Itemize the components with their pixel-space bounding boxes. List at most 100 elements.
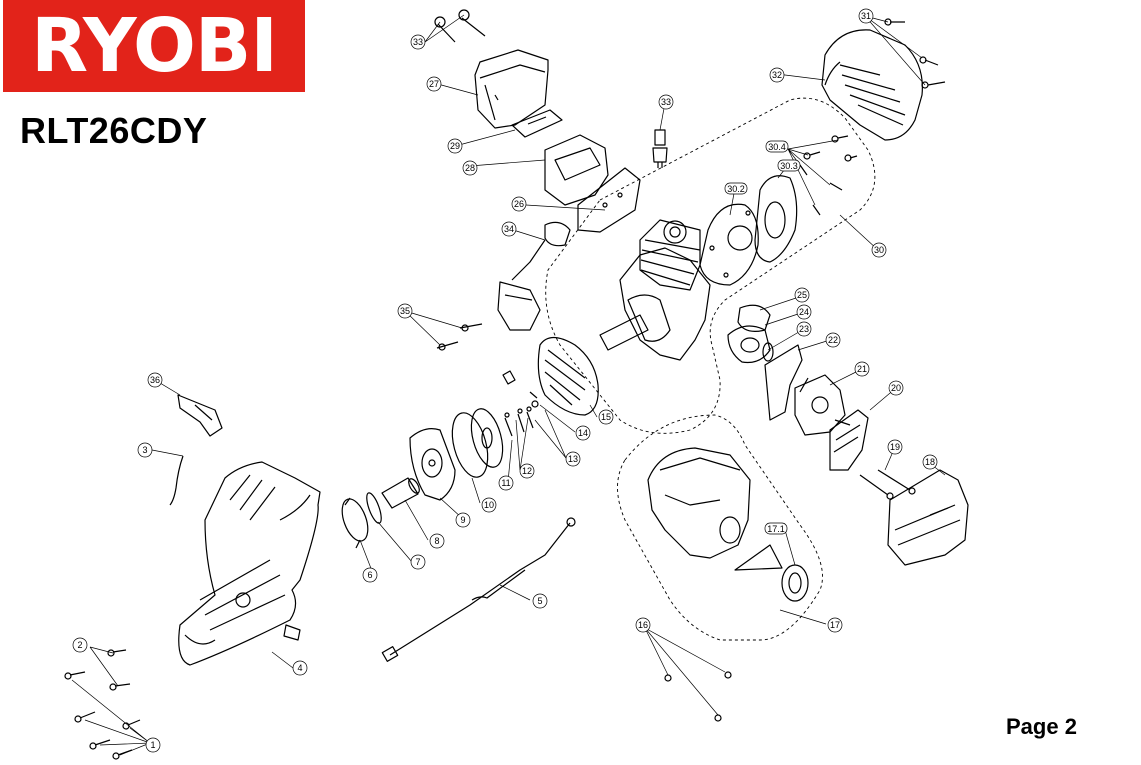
svg-text:32: 32 [772, 70, 782, 80]
callout-36: 36 [147, 372, 163, 388]
callout-16: 16 [635, 617, 651, 633]
ryobi-logo: RYOBI [3, 0, 305, 92]
callout-17: 17 [827, 617, 843, 633]
callout-35: 35 [397, 303, 413, 319]
svg-text:27: 27 [429, 79, 439, 89]
svg-text:24: 24 [799, 307, 809, 317]
svg-text:10: 10 [484, 500, 494, 510]
callout-3: 3 [137, 442, 153, 458]
callout-30-3: 30.3 [777, 159, 801, 172]
callout-8: 8 [429, 533, 445, 549]
heat-shield-part [577, 167, 641, 233]
callout-22: 22 [825, 332, 841, 348]
callout-12: 12 [519, 463, 535, 479]
part-callouts: 1 2 3 4 5 6 7 8 9 10 11 12 13 14 15 16 1… [72, 8, 938, 753]
muffler-gasket-part [511, 109, 563, 138]
callout-30-2: 30.2 [724, 182, 748, 195]
svg-text:21: 21 [857, 364, 867, 374]
callout-6: 6 [362, 567, 378, 583]
svg-text:31: 31 [861, 11, 871, 21]
svg-text:19: 19 [890, 442, 900, 452]
shaft-part [381, 477, 420, 509]
intake-manifold-part [727, 325, 771, 364]
clutch-plate-part [409, 428, 456, 501]
svg-text:23: 23 [799, 324, 809, 334]
svg-text:30: 30 [874, 245, 884, 255]
rotor-part [451, 408, 504, 478]
callout-13: 13 [565, 451, 581, 467]
svg-text:30.2: 30.2 [727, 184, 745, 194]
svg-text:25: 25 [797, 290, 807, 300]
svg-text:13: 13 [568, 454, 578, 464]
callout-2: 2 [72, 637, 88, 653]
callout-10: 10 [481, 497, 497, 513]
carb-plate-part [764, 344, 803, 421]
air-filter-cover-part [887, 469, 969, 566]
trigger-spring-part [169, 455, 184, 506]
callout-31: 31 [858, 8, 874, 24]
svg-text:2: 2 [77, 640, 82, 650]
svg-text:29: 29 [450, 141, 460, 151]
spark-plug-part [652, 129, 668, 168]
svg-text:11: 11 [501, 478, 510, 488]
callout-29: 29 [447, 138, 463, 154]
callout-7: 7 [410, 554, 426, 570]
svg-text:35: 35 [400, 306, 410, 316]
engine-block-part [599, 219, 711, 361]
svg-text:16: 16 [638, 620, 648, 630]
svg-text:34: 34 [504, 224, 514, 234]
filter-screws-part [859, 469, 916, 500]
svg-text:14: 14 [578, 428, 588, 438]
callout-15: 15 [598, 409, 614, 425]
ignition-coil-part [497, 221, 571, 331]
pulley-part [341, 497, 369, 549]
throttle-trigger-part [177, 394, 223, 437]
throttle-cable-part [381, 517, 576, 662]
callout-33-plug: 33 [658, 94, 674, 110]
svg-text:3: 3 [142, 445, 147, 455]
leader-lines [71, 14, 946, 756]
svg-text:9: 9 [460, 515, 465, 525]
svg-text:26: 26 [514, 199, 524, 209]
muffler-part [544, 134, 609, 206]
svg-text:7: 7 [415, 557, 420, 567]
callout-33-top: 33 [410, 34, 426, 50]
svg-text:8: 8 [434, 536, 439, 546]
washer-part [366, 492, 382, 524]
svg-text:20: 20 [891, 383, 901, 393]
svg-text:1: 1 [150, 740, 155, 750]
callout-30: 30 [871, 242, 887, 258]
svg-text:30.3: 30.3 [780, 161, 798, 171]
crankcase-gasket-part [699, 203, 759, 286]
intake-gasket-part [737, 304, 771, 332]
coil-bolts-part [436, 323, 483, 351]
svg-text:17.1: 17.1 [767, 524, 785, 534]
callout-25: 25 [794, 287, 810, 303]
svg-text:28: 28 [465, 163, 475, 173]
callout-24: 24 [796, 304, 812, 320]
carburetor-part [794, 374, 851, 436]
callout-4: 4 [292, 660, 308, 676]
air-filter-base-part [829, 409, 869, 471]
cover-screws-part [884, 18, 946, 89]
callout-5: 5 [532, 593, 548, 609]
svg-text:4: 4 [297, 663, 302, 673]
svg-text:15: 15 [601, 412, 611, 422]
flywheel-part [537, 336, 599, 416]
callout-23: 23 [796, 321, 812, 337]
svg-text:6: 6 [367, 570, 372, 580]
callout-14: 14 [575, 425, 591, 441]
crank-screws-part [799, 135, 858, 216]
callout-34: 34 [501, 221, 517, 237]
callout-18: 18 [922, 454, 938, 470]
logo-text: RYOBI [31, 3, 278, 89]
top-bolts-part [434, 9, 486, 43]
svg-text:17: 17 [830, 620, 840, 630]
fuel-tank-assembly-boundary [617, 414, 823, 641]
housing-part [178, 461, 321, 666]
svg-text:33: 33 [413, 37, 423, 47]
callout-21: 21 [854, 361, 870, 377]
callout-28: 28 [462, 160, 478, 176]
fuel-tank-part [647, 447, 751, 559]
